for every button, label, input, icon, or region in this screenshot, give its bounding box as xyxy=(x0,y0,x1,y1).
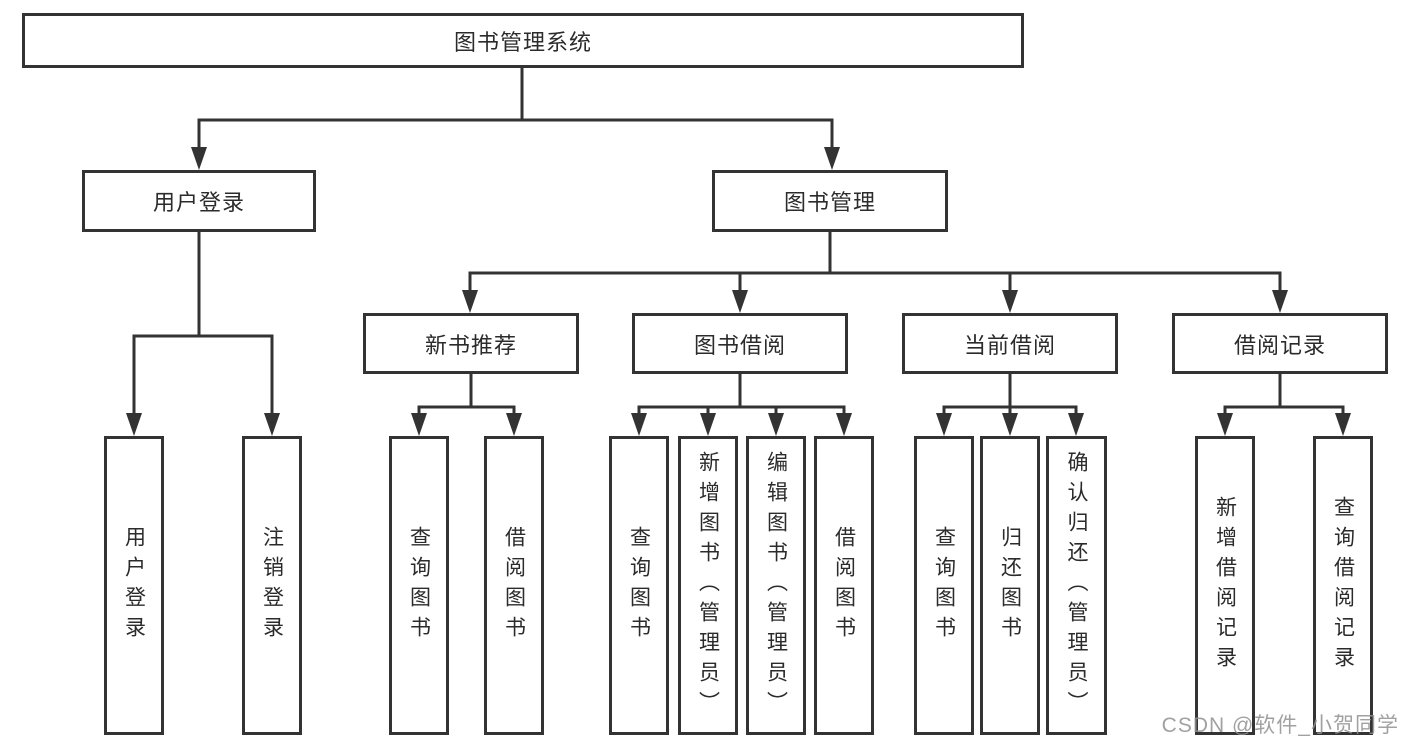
leaf-query-book-3: 查询图书 xyxy=(914,436,974,735)
leaf-label: 查询借阅记录 xyxy=(1331,495,1355,676)
connector-book-mgmt-group xyxy=(468,230,1282,292)
leaf-add-book-admin: 新增图书（管理员） xyxy=(678,436,738,735)
connector-borrow-record-group xyxy=(1223,374,1345,416)
csdn-watermark: CSDN @软件_小贺同学 xyxy=(1161,714,1399,737)
leaf-label: 注销登录 xyxy=(260,525,284,646)
connector-root-group xyxy=(197,66,834,150)
leaf-label: 借阅图书 xyxy=(832,525,856,646)
leaf-borrow-book-2: 借阅图书 xyxy=(814,436,874,735)
node-book-management: 图书管理 xyxy=(712,170,948,232)
leaf-query-book-1: 查询图书 xyxy=(389,436,449,735)
arrowheads-book-mgmt-group xyxy=(462,290,1288,313)
leaf-label: 查询图书 xyxy=(627,525,651,646)
leaf-user-login: 用户登录 xyxy=(104,436,164,735)
leaf-label: 查询图书 xyxy=(932,525,956,646)
leaf-label: 编辑图书（管理员） xyxy=(764,450,788,721)
leaf-add-borrow-record: 新增借阅记录 xyxy=(1195,436,1255,735)
arrowheads-new-book-group xyxy=(411,413,522,436)
leaf-label: 查询图书 xyxy=(407,525,431,646)
arrowheads-current-borrow-group xyxy=(936,413,1084,436)
node-user-login: 用户登录 xyxy=(82,170,316,232)
leaf-label: 借阅图书 xyxy=(502,525,526,646)
arrowheads-book-borrow-group xyxy=(631,413,852,436)
leaf-label: 确认归还（管理员） xyxy=(1065,450,1088,721)
connector-book-borrow-group xyxy=(637,374,846,416)
node-borrow-record: 借阅记录 xyxy=(1172,313,1388,374)
leaf-query-borrow-record: 查询借阅记录 xyxy=(1313,436,1373,735)
leaf-edit-book-admin: 编辑图书（管理员） xyxy=(746,436,806,735)
leaf-label: 归还图书 xyxy=(998,525,1022,646)
node-root-library-system: 图书管理系统 xyxy=(22,13,1024,68)
node-new-book-recommend: 新书推荐 xyxy=(363,313,579,374)
node-current-borrow: 当前借阅 xyxy=(902,313,1118,374)
arrowheads-user-login-group xyxy=(126,413,280,436)
node-book-borrow: 图书借阅 xyxy=(632,313,848,374)
connector-current-borrow-group xyxy=(942,374,1078,416)
leaf-label: 新增图书（管理员） xyxy=(696,450,720,721)
leaf-label: 用户登录 xyxy=(122,525,146,646)
arrowheads-root-group xyxy=(191,147,840,170)
connector-user-login-group xyxy=(132,230,274,416)
arrowheads-borrow-record-group xyxy=(1217,413,1351,436)
connector-new-book-group xyxy=(417,374,516,416)
leaf-label: 新增借阅记录 xyxy=(1213,495,1237,676)
leaf-borrow-book-1: 借阅图书 xyxy=(484,436,544,735)
leaf-logout: 注销登录 xyxy=(242,436,302,735)
leaf-confirm-return-admin: 确认归还（管理员） xyxy=(1046,436,1107,735)
leaf-query-book-2: 查询图书 xyxy=(609,436,669,735)
leaf-return-book: 归还图书 xyxy=(980,436,1040,735)
